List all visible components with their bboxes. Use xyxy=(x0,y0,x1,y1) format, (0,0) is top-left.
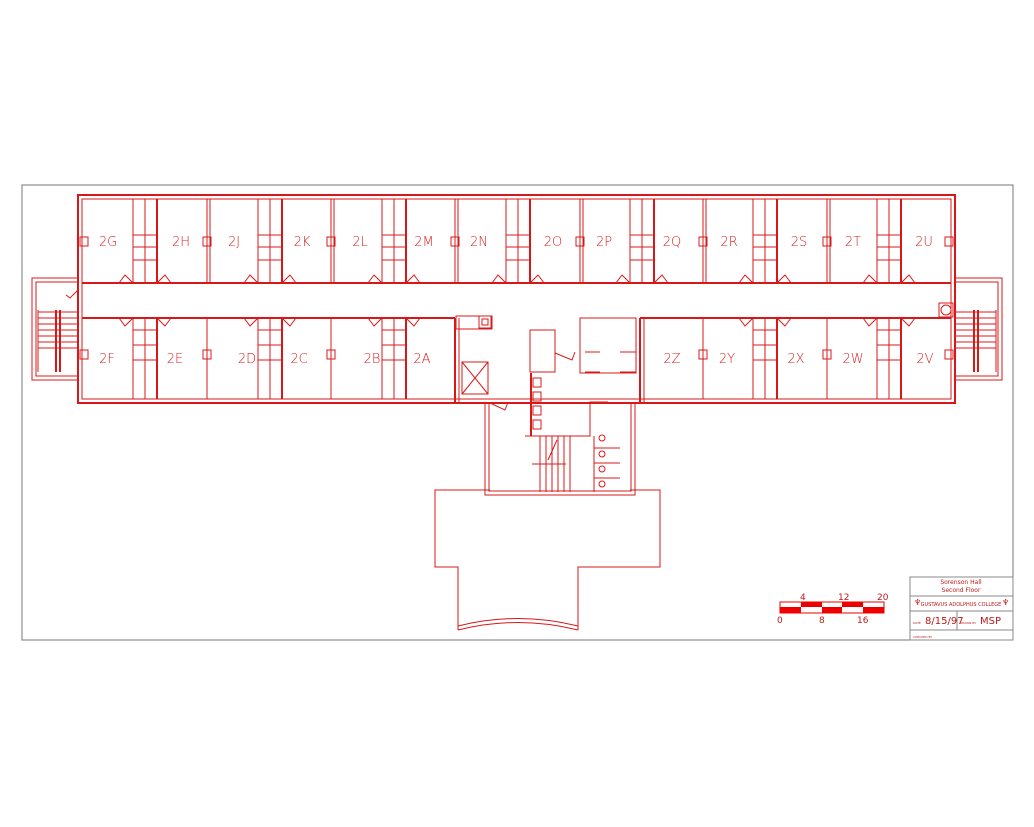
scale-tick-8: 8 xyxy=(819,616,825,626)
room-label: 2N xyxy=(470,235,488,250)
room-label: 2D xyxy=(238,352,256,367)
room-label: 2K xyxy=(294,235,311,250)
room-label: 2S xyxy=(791,235,808,250)
college-name: GUSTAVUS ADOLPHUS COLLEGE xyxy=(921,602,1002,608)
scale-tick-4: 4 xyxy=(800,593,806,603)
generated-geometry xyxy=(79,199,954,403)
room-label: 2W xyxy=(842,352,863,367)
room-label: 2Z xyxy=(663,352,680,367)
stairwell-east xyxy=(938,302,997,372)
room-label: 2F xyxy=(99,352,115,367)
room-label: 2J xyxy=(228,235,240,250)
title-block: Sorenson Hall Second Floor GUSTAVUS ADOL… xyxy=(909,576,1014,641)
room-label: 2M xyxy=(414,235,434,250)
room-label: 2P xyxy=(596,235,612,250)
stairwell-west xyxy=(37,289,79,372)
college-logo-right: ♆ xyxy=(1002,598,1009,607)
room-label: 2R xyxy=(720,235,737,250)
floor-name: Second Floor xyxy=(942,587,981,594)
room-label: 2U xyxy=(915,235,933,250)
drawing-frame xyxy=(21,184,1014,641)
date-value: 8/15/97 xyxy=(925,616,964,627)
drawn-by-value: MSP xyxy=(980,616,1001,627)
room-label: 2Y xyxy=(719,352,735,367)
room-label: 2H xyxy=(172,235,190,250)
room-label: 2Q xyxy=(663,235,682,250)
room-label: 2A xyxy=(413,352,430,367)
checked-by-label: CHECKED BY xyxy=(913,635,932,639)
room-label: 2V xyxy=(916,352,933,367)
room-label: 2E xyxy=(167,352,184,367)
building-walls xyxy=(31,194,1003,631)
room-labels: 2G 2H 2J 2K 2L 2M 2N 2O 2P 2Q 2R 2S 2T 2U 2F 2E 2D 2C 2B 2A… xyxy=(99,235,934,367)
drawn-by-label: DRAWN BY xyxy=(960,621,976,625)
room-label: 2X xyxy=(787,352,804,367)
building-name: Sorenson Hall xyxy=(940,579,982,586)
scale-tick-20: 20 xyxy=(877,593,889,603)
room-label: 2C xyxy=(290,352,307,367)
scale-tick-12: 12 xyxy=(838,593,849,603)
room-label: 2L xyxy=(352,235,368,250)
central-core xyxy=(455,315,637,492)
room-label: 2G xyxy=(99,235,117,250)
room-label: 2O xyxy=(544,235,563,250)
scale-tick-0: 0 xyxy=(777,616,783,626)
room-label: 2B xyxy=(364,352,381,367)
room-label: 2T xyxy=(845,235,861,250)
date-label: DATE xyxy=(913,621,921,625)
scale-bar: 4 12 20 0 8 16 xyxy=(777,593,889,626)
college-logo-left: ♆ xyxy=(914,598,921,607)
elevator xyxy=(461,361,489,395)
scale-tick-16: 16 xyxy=(857,616,869,626)
